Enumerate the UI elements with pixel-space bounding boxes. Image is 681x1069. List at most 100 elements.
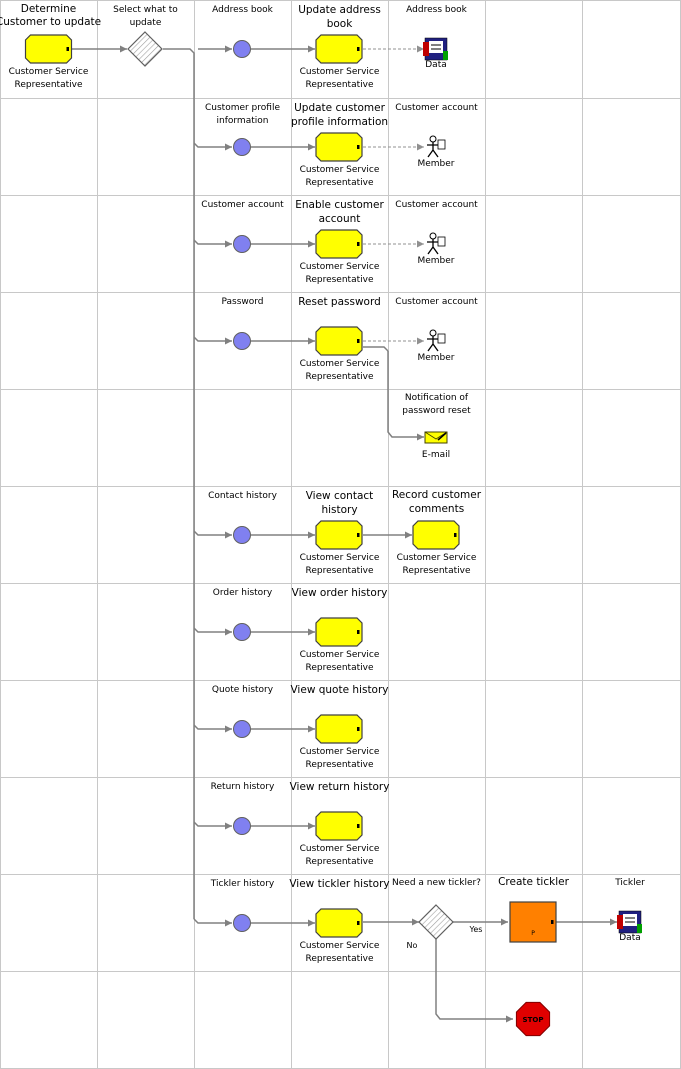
data-icon-accent <box>637 924 642 933</box>
branch-event-circle <box>233 138 251 156</box>
branch-label-contact: Contact history <box>208 491 278 501</box>
branch-label-address: Address book <box>212 5 273 15</box>
data-icon-accent <box>617 915 623 929</box>
task-label-account: Enable customer <box>295 199 384 211</box>
task-port-marker <box>357 727 360 731</box>
task-performer-tickler: Representative <box>305 954 373 964</box>
start-task-performer: Customer Service <box>9 67 89 77</box>
task-port-marker <box>357 145 360 149</box>
resource-label-password: Customer account <box>395 297 478 307</box>
resource-label-address: Address book <box>406 5 467 15</box>
start-task-performer: Representative <box>14 80 82 90</box>
decision-label: Select what to <box>113 5 178 15</box>
branch-label-account: Customer account <box>201 200 284 210</box>
member-icon-body <box>427 336 439 352</box>
email-icon-flap <box>424 431 448 440</box>
task-address <box>315 34 363 64</box>
record-comments-performer: Customer Service <box>397 553 477 563</box>
branch-event-circle <box>233 914 251 932</box>
stop-flow-arrow <box>435 939 513 1023</box>
task-performer-password: Customer Service <box>300 359 380 369</box>
task-port-marker <box>357 339 360 343</box>
member-icon-body <box>427 239 439 255</box>
flow-arrow <box>193 821 232 830</box>
task-account <box>315 229 363 259</box>
task-password <box>315 326 363 356</box>
email-icon-pen <box>437 432 447 441</box>
create-tickler-marker: P <box>531 930 535 937</box>
member-icon <box>429 329 437 337</box>
task-performer-address: Representative <box>305 80 373 90</box>
record-comments-performer: Representative <box>402 566 470 576</box>
flow-arrow <box>193 724 232 733</box>
member-icon-card <box>437 333 446 344</box>
task-port-marker <box>357 630 360 634</box>
member-icon-caption: Member <box>417 353 454 363</box>
task-label-profile: Update customer <box>294 102 385 114</box>
task-label-profile: profile information <box>291 116 388 128</box>
data-icon-sheet <box>623 914 637 926</box>
branch-event-circle <box>233 235 251 253</box>
branch-event-circle <box>233 332 251 350</box>
task-performer-account: Customer Service <box>300 262 380 272</box>
task-performer-order: Representative <box>305 663 373 673</box>
task-label-order: View order history <box>292 587 388 599</box>
task-port-marker <box>66 47 69 51</box>
branch-event-circle <box>233 623 251 641</box>
task-quote <box>315 714 363 744</box>
branch-label-profile: information <box>217 116 269 126</box>
task-performer-profile: Representative <box>305 178 373 188</box>
task-profile <box>315 132 363 162</box>
email-caption: E-mail <box>422 450 450 460</box>
task-performer-quote: Customer Service <box>300 747 380 757</box>
resource-label-account: Customer account <box>395 200 478 210</box>
task-port-marker <box>357 921 360 925</box>
decision-label: update <box>130 18 162 28</box>
diagram-nodes <box>24 31 642 1037</box>
flow-arrow <box>193 336 232 345</box>
task-port-marker <box>454 533 457 537</box>
email-icon <box>424 431 448 444</box>
task-contact <box>315 520 363 550</box>
task-port-marker <box>357 47 360 51</box>
stop-label: STOP <box>523 1016 544 1024</box>
notification-flow-arrow <box>387 351 424 441</box>
task-label-return: View return history <box>290 781 390 793</box>
member-icon <box>429 135 437 143</box>
start-task <box>24 34 73 64</box>
flow-arrow <box>193 142 232 151</box>
record-comments-label: Record customer <box>392 489 482 501</box>
stop-icon <box>515 1001 551 1037</box>
task-label-address: Update address <box>298 4 381 16</box>
flow-arrow <box>193 627 232 636</box>
notification-label: password reset <box>402 406 471 416</box>
task-performer-address: Customer Service <box>300 67 380 77</box>
task-performer-password: Representative <box>305 372 373 382</box>
task-return <box>315 811 363 841</box>
member-icon-body <box>427 142 439 158</box>
task-port-marker <box>357 533 360 537</box>
member-icon-caption: Member <box>417 256 454 266</box>
branch-label-password: Password <box>221 297 263 307</box>
yes-label: Yes <box>469 925 483 934</box>
task-label-quote: View quote history <box>290 684 388 696</box>
branch-event-circle <box>233 40 251 58</box>
start-task-label: Customer to update <box>0 16 101 28</box>
member-icon-caption: Member <box>417 159 454 169</box>
branch-label-quote: Quote history <box>212 685 274 695</box>
branch-label-order: Order history <box>213 588 273 598</box>
tickler-decision-label: Need a new tickler? <box>392 878 481 888</box>
branch-event-circle <box>233 526 251 544</box>
start-task-label: Determine <box>21 3 77 15</box>
flow-arrow <box>193 918 232 927</box>
task-label-password: Reset password <box>298 296 381 308</box>
record-comments-task <box>412 520 460 550</box>
branch-label-profile: Customer profile <box>205 103 280 113</box>
notification-label: Notification of <box>405 393 469 403</box>
tickler-label: Tickler <box>614 878 645 888</box>
task-port-marker <box>551 920 554 924</box>
task-port-marker <box>357 824 360 828</box>
member-icon <box>429 232 437 240</box>
flow-arrow <box>193 530 232 539</box>
